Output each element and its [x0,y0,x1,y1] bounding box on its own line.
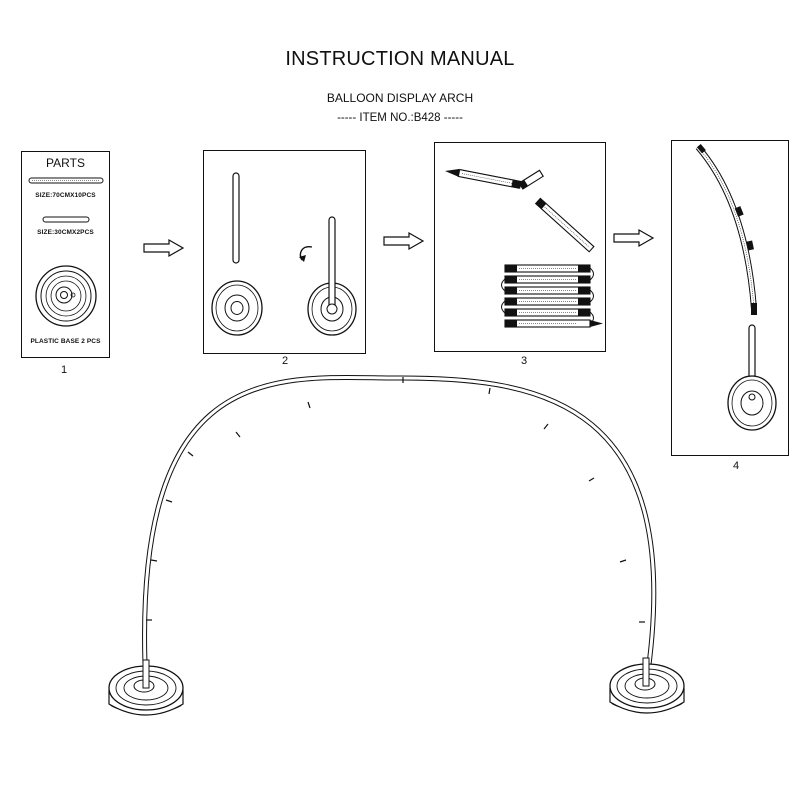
step-4-illustration [695,144,777,431]
short-tube-illustration [42,216,90,223]
right-arrow-icon [143,238,185,258]
rotate-arrow-icon [299,245,313,262]
step-2-illustration [211,172,357,336]
step-number-3: 3 [520,355,528,367]
parts-title: PARTS [46,156,85,170]
step-number-4: 4 [732,460,740,472]
base-label: PLASTIC BASE 2 PCS [30,338,101,345]
long-tube-size: SIZE:70CMX10PCS [35,192,96,199]
step-2-panel [203,150,366,354]
right-arrow-icon [383,231,425,251]
item-number: ----- ITEM NO.:B428 ----- [337,112,463,124]
step-number-2: 2 [281,355,289,367]
step-3-panel [434,142,606,352]
right-arrow-icon [613,228,655,248]
parts-panel: PARTS SIZE:70CMX10PCS SIZE:30CMX2PCS PLA… [21,151,110,358]
product-name: BALLOON DISPLAY ARCH [326,91,474,105]
step-3-illustration [445,168,603,328]
step-number-1: 1 [60,364,68,376]
plastic-base-illustration [35,265,97,327]
short-tube-size: SIZE:30CMX2PCS [37,229,94,236]
step-4-panel [671,140,789,456]
manual-title: INSTRUCTION MANUAL [285,48,515,70]
long-tube-illustration [28,177,104,184]
